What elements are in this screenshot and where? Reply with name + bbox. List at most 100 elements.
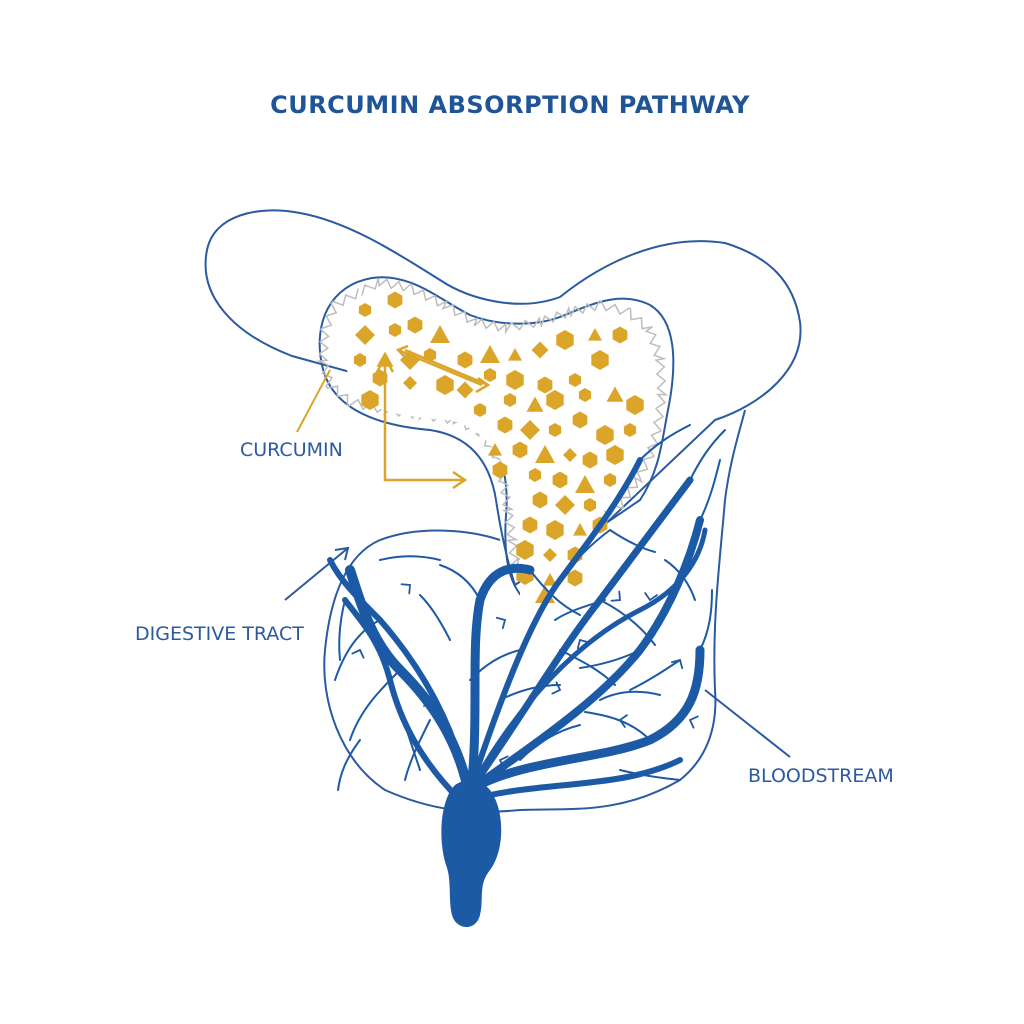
curcumin-particle: [353, 353, 367, 367]
curcumin-particle: [528, 468, 542, 482]
diagram-title: CURCUMIN ABSORPTION PATHWAY: [270, 91, 750, 119]
blood-vessel: [599, 599, 656, 646]
blood-vessel: [629, 659, 681, 691]
blood-vessel: [465, 645, 705, 795]
flow-arrow-icon: [670, 658, 684, 670]
blood-vessel: [389, 679, 421, 771]
curcumin-flow-arrows: [395, 344, 491, 394]
blood-vessel: [467, 757, 683, 803]
curcumin-particle: [552, 471, 568, 489]
flow-arrow-icon: [551, 681, 562, 695]
blood-vessel: [337, 739, 361, 791]
curcumin-particles: [353, 291, 644, 603]
digestive-tract-label: DIGESTIVE TRACT: [135, 623, 304, 645]
blood-vessel: [519, 724, 581, 761]
blood-vessel: [469, 649, 521, 681]
curcumin-particle: [457, 351, 473, 369]
curcumin-bracket-line: [383, 360, 465, 482]
curcumin-particle: [567, 569, 583, 587]
digestive-tract-leader-line: [284, 547, 349, 601]
curcumin-particle: [492, 461, 508, 479]
blood-vessel: [467, 527, 708, 793]
curcumin-particle: [503, 393, 517, 407]
lumen-outline: [318, 276, 675, 587]
blood-vessel: [327, 557, 473, 803]
curcumin-particle: [516, 540, 534, 560]
curcumin-particle: [606, 445, 624, 465]
flow-arrow-icon: [351, 648, 365, 659]
blood-vessel: [349, 669, 401, 741]
blood-vessel: [465, 563, 535, 805]
curcumin-particle: [606, 386, 624, 402]
curcumin-particle: [483, 368, 497, 382]
curcumin-particle: [403, 376, 417, 390]
flow-arrow-2-head: [395, 344, 409, 359]
curcumin-particle: [497, 416, 513, 434]
blood-vessel: [584, 711, 651, 741]
curcumin-particle: [612, 326, 628, 344]
flow-arrow-icon: [498, 755, 509, 769]
blood-vessel: [619, 769, 681, 781]
flow-arrow-icon: [644, 592, 658, 602]
curcumin-particle: [596, 425, 614, 445]
blood-vessel: [338, 599, 346, 661]
curcumin-particle: [506, 370, 524, 390]
blood-vessel: [689, 429, 726, 481]
curcumin-particle: [480, 345, 500, 363]
curcumin-particle: [543, 573, 557, 586]
flow-arrow-icon: [576, 638, 590, 650]
curcumin-particle: [572, 411, 588, 429]
curcumin-particle: [603, 473, 617, 487]
blood-vessels: [327, 424, 726, 805]
curcumin-particle: [358, 303, 372, 317]
flow-arrow-icon: [423, 698, 437, 707]
curcumin-particle: [361, 390, 379, 410]
flow-arrow-1: [404, 348, 489, 387]
curcumin-particle: [388, 323, 402, 337]
curcumin-callout: CURCUMIN: [240, 355, 468, 490]
blood-vessel: [404, 719, 431, 781]
curcumin-particle: [355, 325, 375, 345]
curcumin-particle: [543, 548, 557, 562]
curcumin-particle: [520, 420, 540, 440]
curcumin-label: CURCUMIN: [240, 439, 343, 461]
blood-vessel: [467, 457, 643, 793]
flow-arrow-icon: [618, 714, 628, 728]
curcumin-particle: [372, 369, 388, 387]
curcumin-particle: [546, 520, 564, 540]
curcumin-particle: [582, 451, 598, 469]
curcumin-particle: [588, 328, 602, 341]
blood-vessel: [559, 649, 616, 686]
bloodstream-leader-line: [704, 689, 791, 758]
blood-vessel: [664, 559, 696, 601]
curcumin-particle: [456, 381, 474, 399]
curcumin-particle: [522, 516, 538, 534]
blood-vessel: [499, 684, 561, 701]
blood-vessel: [334, 619, 381, 681]
curcumin-up-arrow-icon: [375, 355, 395, 373]
curcumin-particle: [531, 341, 549, 359]
curcumin-particle: [591, 350, 609, 370]
blood-vessel: [599, 690, 661, 701]
flow-arrow-icon: [610, 590, 621, 602]
curcumin-particle: [578, 388, 592, 402]
digestive-tract-arrow-icon: [334, 546, 350, 561]
curcumin-particle: [526, 396, 544, 412]
curcumin-leader-line: [296, 369, 331, 433]
curcumin-particle: [535, 445, 555, 463]
blood-vessel: [579, 649, 641, 669]
blood-vessel: [529, 569, 581, 616]
curcumin-particle: [556, 330, 574, 350]
curcumin-particle: [623, 423, 637, 437]
blood-vessel: [699, 459, 721, 521]
blood-vessel: [554, 599, 606, 621]
curcumin-particle: [537, 376, 553, 394]
blood-vessel: [639, 424, 691, 461]
curcumin-particle: [512, 441, 528, 459]
curcumin-particle: [626, 395, 644, 415]
bloodstream-label: BLOODSTREAM: [748, 765, 894, 787]
curcumin-particle: [575, 475, 595, 493]
blood-vessel: [466, 476, 694, 794]
intestine-outline: [323, 409, 746, 813]
